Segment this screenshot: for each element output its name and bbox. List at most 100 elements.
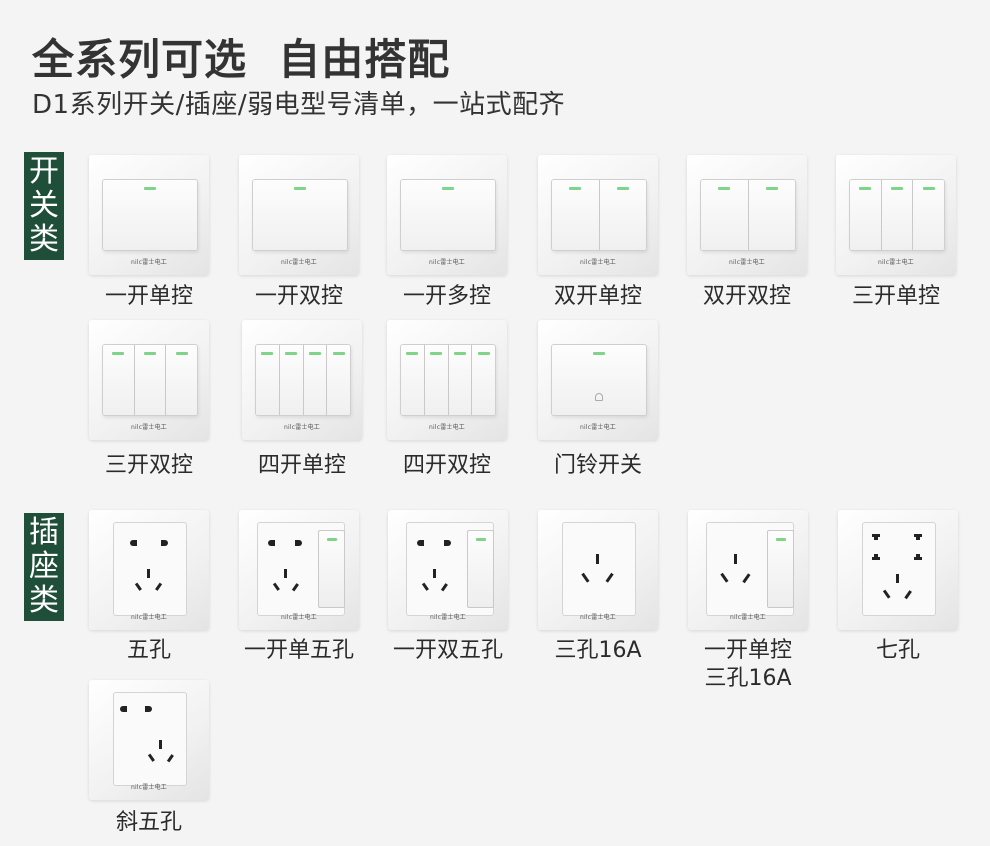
indicator-led: [569, 187, 582, 190]
indicator-led: [332, 352, 345, 355]
rocker-key: [401, 180, 495, 250]
switch-plate: [400, 179, 496, 251]
switch-label: 三开单控: [851, 284, 940, 309]
brand-mark: nilc雷士电工: [579, 259, 617, 266]
socket-label-line: 三孔16A: [704, 666, 792, 691]
rocker-key: [279, 345, 304, 415]
brand-mark: nilc雷士电工: [130, 614, 168, 621]
brand-mark: nilc雷士电工: [280, 259, 318, 266]
rocker-key: [467, 530, 494, 608]
socket-holes-icon: [268, 540, 302, 592]
socket-label: 一开单控 三孔16A: [673, 637, 823, 693]
switch-2gang-double[interactable]: nilc雷士电工: [687, 155, 807, 275]
category-char: 开: [29, 154, 59, 189]
indicator-led: [175, 352, 188, 355]
switch-3gang-double[interactable]: nilc雷士电工: [89, 320, 209, 440]
category-char: 类: [29, 222, 59, 257]
switch-doorbell[interactable]: nilc雷士电工: [538, 320, 658, 440]
socket-slanted-five-hole[interactable]: nilc雷士电工: [89, 680, 209, 800]
category-char: 座: [29, 549, 59, 584]
rocker-key: [552, 180, 600, 250]
indicator-led: [891, 187, 903, 190]
rocker-key: [253, 180, 347, 250]
indicator-led: [430, 352, 443, 355]
switch-4gang-single[interactable]: nilc雷士电工: [242, 320, 362, 440]
rocker-key: [134, 345, 167, 415]
brand-mark: nilc雷士电工: [280, 614, 318, 621]
rocker-key: [401, 345, 425, 415]
rocker-key: [701, 180, 749, 250]
rocker-key: [327, 345, 350, 415]
switch-label: 一开多控: [402, 284, 491, 309]
indicator-led: [718, 187, 731, 190]
socket-five-hole[interactable]: nilc雷士电工: [89, 510, 209, 630]
switch-3gang-single[interactable]: nilc雷士电工: [836, 155, 956, 275]
indicator-led: [308, 352, 321, 355]
socket-label: 一开双五孔: [392, 638, 503, 663]
rocker-key: [552, 345, 646, 415]
switch-label: 门铃开关: [553, 453, 642, 478]
socket-switch-single-five[interactable]: nilc雷士电工: [239, 510, 359, 630]
switch-label: 双开单控: [553, 284, 642, 309]
switch-1gang-double[interactable]: nilc雷士电工: [239, 155, 359, 275]
switch-2gang-single[interactable]: nilc雷士电工: [538, 155, 658, 275]
switch-plate: [849, 179, 945, 251]
indicator-led: [285, 352, 298, 355]
indicator-led: [144, 352, 156, 355]
page-title: 全系列可选 自由搭配: [32, 35, 451, 84]
socket-seven-hole[interactable]: [838, 510, 958, 630]
brand-mark: nilc雷士电工: [429, 614, 467, 621]
switch-plate: [551, 344, 647, 416]
brand-mark: nilc雷士电工: [728, 259, 766, 266]
switch-4gang-double[interactable]: nilc雷士电工: [387, 320, 507, 440]
indicator-led: [294, 187, 306, 190]
socket-holes-icon: [120, 706, 174, 763]
category-char: 类: [29, 583, 59, 618]
indicator-led: [922, 187, 935, 190]
category-sockets-badge: 插 座 类: [24, 513, 64, 621]
rocker-key: [767, 530, 794, 608]
brand-mark: nilc雷士电工: [428, 259, 466, 266]
switch-label: 一开双控: [254, 284, 343, 309]
switch-plate: [102, 344, 198, 416]
socket-switch-double-five[interactable]: nilc雷士电工: [388, 510, 508, 630]
indicator-led: [442, 187, 454, 190]
rocker-key: [913, 180, 944, 250]
brand-mark: nilc雷士电工: [130, 259, 168, 266]
rocker-key: [303, 345, 328, 415]
socket-face: [562, 522, 636, 616]
switch-1gang-single[interactable]: nilc雷士电工: [89, 155, 209, 275]
rocker-key: [748, 180, 795, 250]
socket-label: 七孔: [875, 638, 920, 663]
socket-holes-icon: [872, 534, 922, 600]
switch-label: 三开双控: [104, 453, 193, 478]
switch-label: 四开单控: [257, 453, 346, 478]
rocker-key: [256, 345, 280, 415]
bell-icon: [595, 393, 603, 401]
indicator-led: [593, 352, 605, 355]
category-char: 关: [29, 188, 59, 223]
indicator-led: [261, 352, 274, 355]
indicator-led: [326, 538, 337, 541]
brand-mark: nilc雷士电工: [729, 614, 767, 621]
switch-plate: [551, 179, 647, 251]
indicator-led: [144, 187, 156, 190]
brand-mark: nilc雷士电工: [579, 424, 617, 431]
socket-three-hole-16a[interactable]: nilc雷士电工: [538, 510, 658, 630]
rocker-key: [166, 345, 197, 415]
socket-label: 斜五孔: [115, 810, 182, 835]
switch-plate: [102, 179, 198, 251]
indicator-led: [406, 352, 419, 355]
switch-label: 一开单控: [104, 284, 193, 309]
switch-plate: [255, 344, 351, 416]
socket-holes-icon: [130, 540, 168, 591]
socket-switch-three-hole-16a[interactable]: nilc雷士电工: [688, 510, 808, 630]
switch-1gang-multi[interactable]: nilc雷士电工: [387, 155, 507, 275]
switch-plate: [700, 179, 796, 251]
indicator-led: [477, 352, 490, 355]
rocker-key: [850, 180, 882, 250]
socket-holes-icon: [581, 554, 614, 583]
switch-label: 双开双控: [702, 284, 791, 309]
brand-mark: nilc雷士电工: [877, 259, 915, 266]
category-switches-badge: 开 关 类: [24, 152, 64, 260]
